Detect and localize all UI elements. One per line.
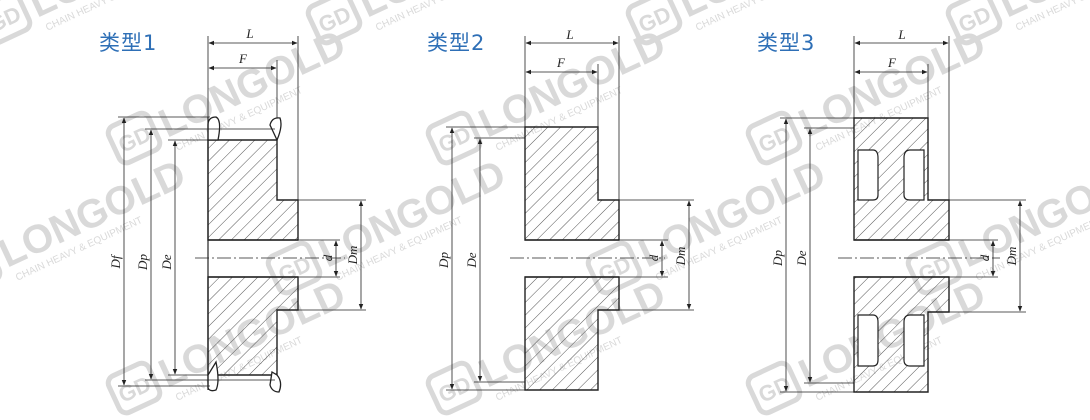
type3-drawing: L F Dp De d Dm bbox=[770, 27, 1026, 393]
type1-flange-top-left bbox=[207, 116, 221, 141]
type3-recess-lower-left bbox=[857, 314, 879, 367]
type1-label-F: F bbox=[238, 51, 248, 66]
type2-section-upper bbox=[524, 126, 620, 241]
type2-title: 类型2 bbox=[427, 31, 486, 55]
type1-label-De: De bbox=[159, 254, 174, 270]
type1-label-Df: Df bbox=[108, 253, 123, 269]
type1-label-Dp: Dp bbox=[135, 254, 150, 271]
type2-drawing: L F Dp De d Dm bbox=[436, 27, 694, 391]
type3-label-De: De bbox=[794, 250, 809, 266]
type3-label-L: L bbox=[897, 27, 905, 42]
type1-title: 类型1 bbox=[99, 31, 158, 55]
type1-flange-bottom-right bbox=[269, 370, 282, 393]
type3-label-d: d bbox=[977, 254, 992, 261]
type3-label-Dm: Dm bbox=[1004, 247, 1019, 267]
type1-drawing: L F Df Dp De d Dm bbox=[108, 26, 366, 393]
type3-recess-upper-left bbox=[857, 149, 879, 201]
type3-title: 类型3 bbox=[757, 31, 816, 55]
type2-label-d: d bbox=[646, 254, 661, 261]
type1-label-d: d bbox=[320, 254, 335, 261]
type3-recess-lower-right bbox=[903, 314, 925, 367]
type1-section-lower bbox=[207, 276, 299, 376]
type2-section-lower bbox=[524, 276, 620, 391]
type1-flange-bottom-left bbox=[207, 360, 219, 392]
type2-label-F: F bbox=[556, 55, 566, 70]
type3-recess-upper-right bbox=[903, 149, 925, 201]
type3-label-F: F bbox=[887, 55, 897, 70]
type3-label-Dp: Dp bbox=[770, 250, 785, 267]
type1-label-L: L bbox=[245, 26, 253, 41]
type2-label-De: De bbox=[464, 252, 479, 268]
type1-section-upper bbox=[207, 139, 299, 241]
type2-label-L: L bbox=[565, 27, 573, 42]
type2-label-Dm: Dm bbox=[673, 247, 688, 267]
type1-flange-top-right bbox=[269, 117, 282, 142]
type1-label-Dm: Dm bbox=[345, 246, 360, 266]
type2-label-Dp: Dp bbox=[436, 252, 451, 269]
